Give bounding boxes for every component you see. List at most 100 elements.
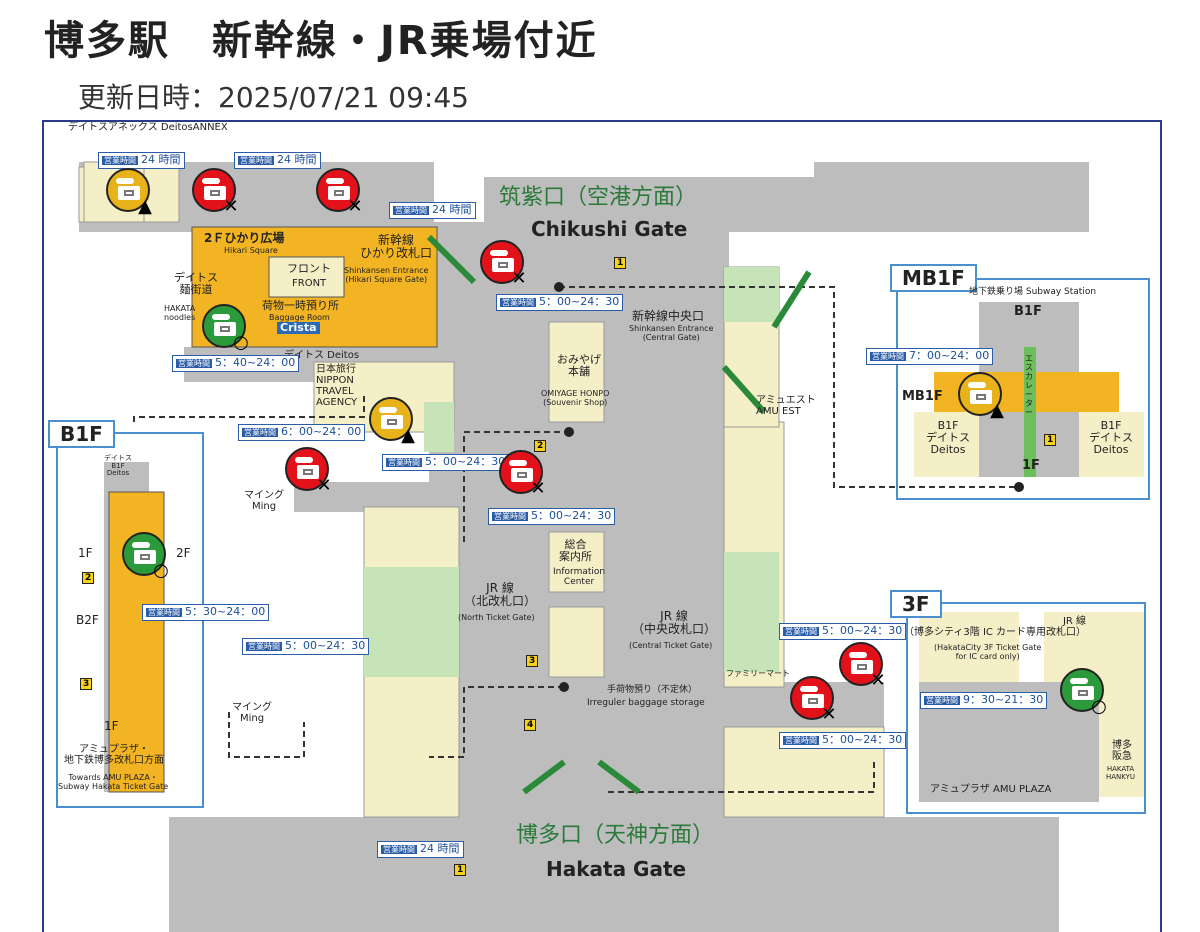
b1f-floor-tag: B1F <box>48 420 115 448</box>
cross-icon: ✕ <box>511 268 527 289</box>
mb1f-floor-tag: MB1F <box>890 264 977 292</box>
locker-icon-jr-red-1[interactable]: ✕ <box>839 642 886 690</box>
locker-icon-ming-red[interactable]: ✕ <box>285 447 332 495</box>
b1f-1f-bottom-label: 1F <box>104 719 119 733</box>
hakatacity-gate-jp: JR 線 （博多シティ3階 IC カード専用改札口） <box>904 616 1087 638</box>
locker-icon-annex-yellow[interactable]: ▲ <box>106 168 152 216</box>
stairs-icon: 2 <box>82 572 95 584</box>
locker-icon-omiyage-red[interactable]: ✕ <box>499 450 546 498</box>
hakata-gate-label-jp: 博多口（天神方面） <box>516 823 715 848</box>
triangle-icon: ▲ <box>138 196 152 217</box>
jr-north-gate-jp: JR 線 （北改札口） <box>464 581 537 609</box>
amu-est-label: アミュエスト AMU EST <box>756 395 816 417</box>
locker-icon-mb1f-yellow[interactable]: ▲ <box>958 372 1004 420</box>
cross-icon: ✕ <box>821 704 837 725</box>
circle-icon: ○ <box>1091 696 1107 717</box>
hakatacity-gate-en: (HakataCity 3F Ticket Gate for IC card o… <box>934 643 1042 661</box>
stairs-icon: 2 <box>534 440 547 452</box>
ming-label-bottom: マイング Ming <box>232 702 272 724</box>
3f-panel <box>906 602 1146 814</box>
deitos-b1-left: B1F デイトス Deitos <box>926 419 970 457</box>
amu-plaza-3f-label: アミュプラザ AMU PLAZA <box>930 784 1052 795</box>
locker-icon-3f-green[interactable]: ○ <box>1060 668 1107 716</box>
crista-logo: Crista <box>277 321 320 335</box>
jr-north-gate-en: (North Ticket Gate) <box>458 613 535 622</box>
locker-icon-nippon-yellow[interactable]: ▲ <box>369 397 415 445</box>
stairs-icon: 1 <box>454 864 467 876</box>
hakata-hankyu-en: HAKATA HANKYU <box>1106 765 1136 781</box>
deitos-b1f-label: デイトス B1F Deitos <box>104 454 132 478</box>
nippon-travel-label: 日本旅行 NIPPON TRAVEL AGENCY <box>316 364 358 408</box>
triangle-icon: ▲ <box>990 400 1004 421</box>
circle-icon: ○ <box>233 332 249 353</box>
hakata-gate-label-en: Hakata Gate <box>546 857 687 881</box>
baggage-room-label-en: Baggage Room <box>269 313 330 322</box>
irregular-baggage-jp: 手荷物預り（不定休） <box>607 685 698 695</box>
hakata-hankyu-jp: 博多 阪急 <box>1112 740 1132 762</box>
deitos-label: デイトス Deitos <box>284 350 360 361</box>
mb1f-mid-label: MB1F <box>902 389 943 404</box>
escalator-label: エスカレーター <box>1025 354 1033 417</box>
stairs-icon: 1 <box>1044 434 1057 446</box>
locker-icon-chikushi-red[interactable]: ✕ <box>480 240 527 288</box>
triangle-icon: ▲ <box>401 425 415 446</box>
cross-icon: ✕ <box>316 475 332 496</box>
baggage-room-label-jp: 荷物一時預り所 <box>262 299 339 312</box>
chikushi-gate-label-jp: 筑紫口（空港方面） <box>499 185 698 210</box>
circle-icon: ○ <box>153 560 169 581</box>
mb1f-top-b1f: B1F <box>1014 304 1042 319</box>
irregular-baggage-en: Irreguler baggage storage <box>587 698 705 708</box>
locker-icon-jr-red-2[interactable]: ✕ <box>790 676 837 724</box>
family-mart-label: ファミリーマート <box>726 669 790 678</box>
locker-icon-annex-red-2[interactable]: ✕ <box>316 168 363 216</box>
3f-floor-tag: 3F <box>890 590 942 618</box>
hikari-square-en: Hikari Square <box>224 246 278 255</box>
deitos-b1-right: B1F デイトス Deitos <box>1089 419 1133 457</box>
stairs-icon: 3 <box>80 678 93 690</box>
updated-timestamp: 更新日時：2025/07/21 09:45 <box>78 81 469 114</box>
hakata-noodles-label: HAKATA noodles <box>164 304 196 322</box>
chikushi-gate-label-en: Chikushi Gate <box>531 217 688 241</box>
locker-icon-b1f-green[interactable]: ○ <box>122 532 169 580</box>
hikari-square-label: 2Ｆひかり広場 <box>204 231 285 245</box>
amu-plaza-b1-label: アミュプラザ・ 地下鉄博多改札口方面 <box>64 744 164 766</box>
cross-icon: ✕ <box>530 478 546 499</box>
shinkansen-hikari-gate-en: Shinkansen Entrance (Hikari Square Gate) <box>344 266 429 284</box>
cross-icon: ✕ <box>870 670 886 691</box>
jr-central-gate-en: (Central Ticket Gate) <box>629 641 713 650</box>
deitos-annex-label: デイトスアネックス DeitosANNEX <box>68 122 228 133</box>
shinkansen-central-gate-en: Shinkansen Entrance (Central Gate) <box>629 324 714 342</box>
stairs-icon: 3 <box>526 655 539 667</box>
station-map: 筑紫口（空港方面） Chikushi Gate 博多口（天神方面） Hakata… <box>42 120 1162 932</box>
shinkansen-central-gate-jp: 新幹線中央口 <box>632 309 705 323</box>
stairs-icon: 1 <box>614 257 627 269</box>
mb1f-panel <box>896 278 1150 500</box>
cross-icon: ✕ <box>347 196 363 217</box>
omiyage-honpo-label-jp: おみやげ 本舗 <box>557 353 601 379</box>
cross-icon: ✕ <box>223 196 239 217</box>
mb1f-1f-label: 1F <box>1022 458 1040 473</box>
b1f-1f-label: 1F <box>78 546 93 560</box>
deitos-menkaido-label: デイトス 麺街道 <box>174 271 218 297</box>
info-center-label-en: Information Center <box>553 567 606 587</box>
ming-label-center: マイング Ming <box>244 490 284 512</box>
locker-icon-crista-green[interactable]: ○ <box>202 304 249 352</box>
stairs-icon: 4 <box>524 719 537 731</box>
info-center-label-jp: 総合 案内所 <box>559 538 592 564</box>
shinkansen-hikari-gate-jp: 新幹線 ひかり改札口 <box>360 233 433 261</box>
omiyage-honpo-label-en: OMIYAGE HONPO (Souvenir Shop) <box>541 389 610 407</box>
locker-icon-annex-red-1[interactable]: ✕ <box>192 168 239 216</box>
amu-plaza-b1-en: Towards AMU PLAZA・ Subway Hakata Ticket … <box>58 773 169 791</box>
b1f-2f-label: 2F <box>176 546 191 560</box>
